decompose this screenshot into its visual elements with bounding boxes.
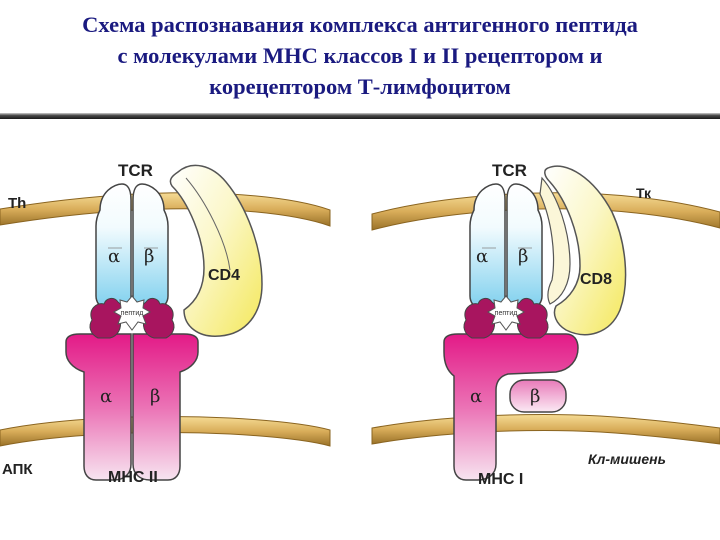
mhc2-alpha-groove-domain [89, 297, 124, 339]
tcr-alpha-label-right: α [476, 246, 488, 267]
apc-label: АПК [2, 461, 33, 478]
title-divider [0, 113, 720, 119]
cd4-label: CD4 [208, 267, 240, 284]
tc-label: Тк [636, 185, 652, 201]
peptide-label-left: пептид [121, 310, 144, 317]
slide-title: Схема распознавания комплекса антигенног… [0, 0, 720, 104]
mhc2-beta-chain [132, 333, 199, 481]
cd8-chain-a [544, 165, 627, 336]
left-panel: пептид TCR Th CD4 α β α β АПК МНС II [0, 161, 331, 486]
mhc2-label: МНС II [108, 469, 158, 486]
peptide-left [112, 295, 152, 331]
mhc2-alpha-label: α [100, 386, 112, 407]
title-line-1: Схема распознавания комплекса антигенног… [82, 12, 638, 37]
tcr-label-right: TCR [492, 161, 527, 180]
title-line-2: с молекулами МНС классов I и II рецептор… [117, 43, 603, 68]
target-cell-membrane [371, 414, 720, 445]
cd4-inner-line [185, 177, 231, 271]
tcr-beta-label-right: β [518, 246, 528, 267]
title-line-3: корецептором Т-лимфоцитом [209, 74, 511, 99]
mhc2-alpha-chain [65, 333, 132, 481]
b2m-beta-label: β [530, 386, 540, 407]
cd4-coreceptor [169, 164, 263, 337]
mhc1-label: МНС I [478, 471, 523, 488]
peptide-label-right: пептид [495, 310, 518, 317]
mhc1-alpha2-domain [514, 297, 549, 339]
mhc2-beta-label: β [150, 386, 160, 407]
peptide-right [486, 295, 526, 331]
mhc1-alpha-chain [443, 333, 579, 481]
mhc1-alpha1-domain [463, 297, 498, 339]
tcr-label-left: TCR [118, 161, 153, 180]
cd8-chain-b [539, 176, 571, 305]
mhc1-alpha-label: α [470, 386, 482, 407]
mhc2-beta-groove-domain [140, 297, 175, 339]
th-label: Th [8, 195, 26, 212]
right-panel: пептид TCR Тк CD8 α β α β Кл-мишень МНС … [371, 161, 720, 488]
target-cell-label: Кл-мишень [588, 451, 666, 467]
beta2-microglobulin [509, 379, 567, 413]
tcr-beta-label-left: β [144, 246, 154, 267]
cd8-label: CD8 [580, 271, 612, 288]
tcr-alpha-label-left: α [108, 246, 120, 267]
